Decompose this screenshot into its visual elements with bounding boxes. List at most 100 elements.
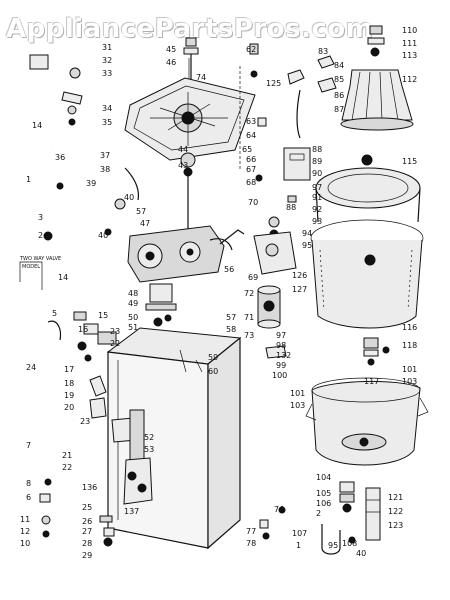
label-86: 86: [334, 91, 344, 100]
label-28: 28: [82, 539, 92, 548]
label-70: 70: [248, 198, 258, 207]
label-107: 107: [292, 529, 307, 538]
label-44: 44: [178, 145, 188, 154]
label-97a: 97: [312, 183, 322, 192]
label-40c: 40: [356, 549, 366, 558]
label-33: 33: [102, 69, 112, 78]
cabinet: [106, 327, 242, 550]
label-87: 87: [334, 105, 344, 114]
label-115: 115: [402, 157, 417, 166]
label-7: 7: [26, 441, 31, 450]
label-101a: 101: [402, 365, 417, 374]
label-95: 95: [302, 241, 312, 250]
label-68: 68: [246, 178, 256, 187]
label-69: 69: [248, 273, 258, 282]
label-100: 100: [272, 371, 287, 380]
label-34: 34: [102, 104, 112, 113]
label-106: 106: [316, 499, 331, 508]
label-43: 43: [178, 161, 188, 170]
label-36: 36: [55, 153, 65, 162]
label-1b: 1: [296, 541, 301, 550]
label-132: 132: [276, 351, 291, 360]
label-26: 26: [82, 517, 92, 526]
label-94: 94: [302, 229, 312, 238]
label-18: 18: [64, 379, 74, 388]
label-77: 77: [246, 527, 256, 536]
label-103a: 103: [402, 377, 417, 386]
label-95b: 95: [328, 541, 338, 550]
label-92: 92: [312, 205, 322, 214]
label-22a: 22: [110, 339, 120, 348]
label-88b: 88: [286, 203, 296, 212]
drive-hub-assembly: [124, 37, 256, 177]
label-40a: 40: [124, 193, 134, 202]
label-78: 78: [246, 539, 256, 548]
label-47: 47: [140, 219, 150, 228]
label-99: 99: [276, 361, 286, 370]
label-3: 3: [38, 213, 43, 222]
label-60: 60: [208, 367, 218, 376]
label-52: 52: [144, 433, 154, 442]
label-15: 15: [98, 311, 108, 320]
label-112: 112: [402, 75, 417, 84]
label-14b: 14: [58, 273, 68, 282]
label-58: 58: [226, 325, 236, 334]
label-45: 45: [166, 45, 176, 54]
label-48: 48: [128, 289, 138, 298]
label-23b: 23: [80, 417, 90, 426]
label-29: 29: [82, 551, 92, 560]
label-121: 121: [388, 493, 403, 502]
label-16: 16: [78, 325, 88, 334]
label-17: 17: [64, 365, 74, 374]
label-39: 39: [86, 179, 96, 188]
label-21: 21: [62, 451, 72, 460]
label-20: 20: [64, 403, 74, 412]
label-137: 137: [124, 507, 139, 516]
label-85: 85: [334, 75, 344, 84]
label-136: 136: [82, 483, 97, 492]
label-51: 51: [128, 323, 138, 332]
label-116: 116: [402, 323, 417, 332]
label-76: 76: [274, 505, 284, 514]
label-74: 74: [196, 73, 206, 82]
agitator-assembly: [340, 25, 414, 166]
label-56: 56: [224, 265, 234, 274]
label-22b: 22: [62, 463, 72, 472]
label-104: 104: [316, 473, 331, 482]
label-59: 59: [208, 353, 218, 362]
label-88a: 88: [312, 145, 322, 154]
label-49: 49: [128, 299, 138, 308]
label-5: 5: [52, 309, 57, 318]
label-125: 125: [266, 79, 281, 88]
label-66: 66: [246, 155, 256, 164]
label-110: 110: [402, 26, 417, 35]
label-111: 111: [402, 39, 417, 48]
label-73: 73: [244, 331, 254, 340]
label-126: 126: [292, 271, 307, 280]
label-67: 67: [246, 165, 256, 174]
upper-switch-parts: [249, 43, 337, 203]
label-113: 113: [402, 51, 417, 60]
upper-left-hoses: [28, 54, 140, 241]
label-11: 11: [20, 515, 30, 524]
label-122: 122: [388, 507, 403, 516]
outer-tub-and-drain: [259, 337, 429, 555]
label-37: 37: [100, 151, 110, 160]
label-8: 8: [26, 479, 31, 488]
transmission-assembly: [127, 176, 245, 327]
label-91: 91: [312, 193, 322, 202]
label-1a: 1: [26, 175, 31, 184]
label-57a: 57: [136, 207, 146, 216]
label-63: 63: [246, 117, 256, 126]
label-84: 84: [334, 61, 344, 70]
label-53: 53: [144, 445, 154, 454]
pump-motor: [253, 231, 297, 359]
label-62: 62: [246, 45, 256, 54]
label-65: 65: [242, 145, 252, 154]
label-25: 25: [82, 503, 92, 512]
label-105: 105: [316, 489, 331, 498]
label-46: 46: [166, 58, 176, 67]
label-31: 31: [102, 43, 112, 52]
label-23a: 23: [110, 327, 120, 336]
